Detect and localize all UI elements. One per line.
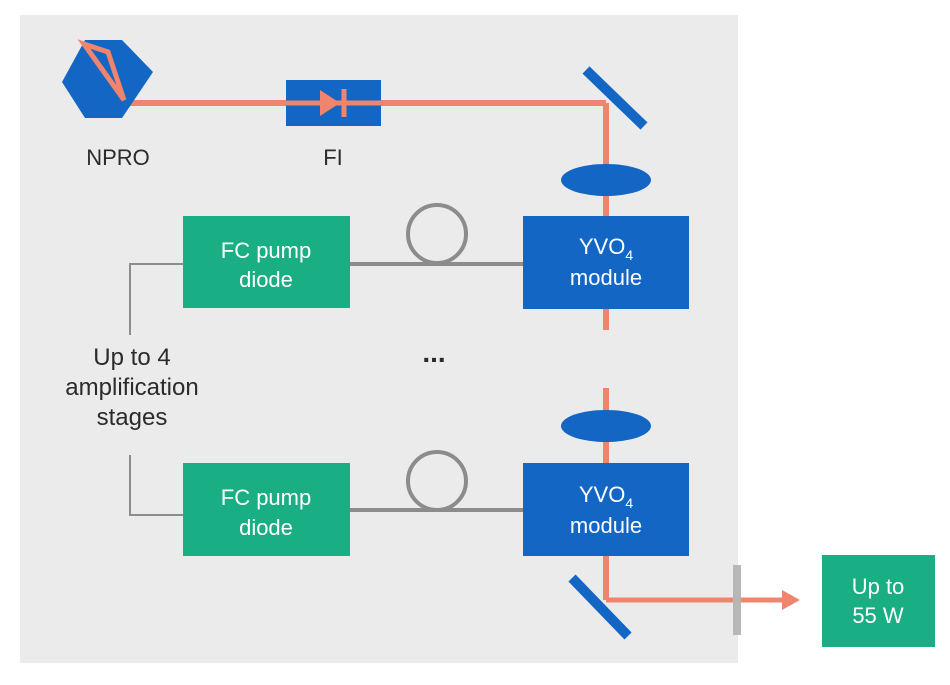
- output-window: [733, 565, 741, 635]
- yvo4-subscript: 4: [625, 247, 633, 263]
- pump-diode-label-line2: diode: [239, 515, 293, 540]
- stages-label-line2: amplification: [65, 374, 198, 401]
- npro-label: NPRO: [86, 145, 150, 170]
- yvo4-prefix: YVO: [579, 482, 625, 507]
- fiber-coil-icon: [406, 203, 468, 265]
- npro-laser-icon: [62, 39, 153, 118]
- yvo4-prefix: YVO: [579, 234, 625, 259]
- stages-bracket-top: [129, 263, 183, 335]
- pump-diode-box: [183, 463, 350, 556]
- fiber-coil-icon: [406, 450, 468, 512]
- yvo4-module-box: [523, 463, 689, 556]
- yvo4-module-suffix: module: [570, 265, 642, 290]
- mirror-icon: [582, 66, 648, 130]
- yvo4-module-label: YVO4: [579, 482, 633, 511]
- mirror-icon: [568, 574, 632, 640]
- output-arrow-icon: [782, 590, 800, 610]
- faraday-isolator-icon: [286, 80, 381, 126]
- stages-ellipsis: ...: [422, 337, 445, 368]
- pump-diode-box: [183, 216, 350, 308]
- stages-bracket-bottom: [129, 455, 183, 516]
- output-power-line1: Up to: [852, 574, 905, 599]
- output-power-line2: 55 W: [852, 603, 904, 628]
- yvo4-module-label: YVO4: [579, 234, 633, 263]
- lens-icon: [561, 164, 651, 196]
- pump-diode-label-line1: FC pump: [221, 485, 311, 510]
- yvo4-module-box: [523, 216, 689, 309]
- pump-diode-label-line2: diode: [239, 267, 293, 292]
- stages-label-line1: Up to 4: [93, 344, 170, 371]
- amplification-stage-2: FC pump diode YVO4 module: [183, 450, 689, 556]
- amplification-stage-1: FC pump diode YVO4 module: [183, 203, 689, 309]
- output-power-box: [822, 555, 935, 647]
- yvo4-subscript: 4: [625, 495, 633, 511]
- fi-label: FI: [323, 145, 343, 170]
- lens-icon: [561, 410, 651, 442]
- pump-diode-label-line1: FC pump: [221, 238, 311, 263]
- stages-label-line3: stages: [97, 404, 168, 431]
- yvo4-module-suffix: module: [570, 513, 642, 538]
